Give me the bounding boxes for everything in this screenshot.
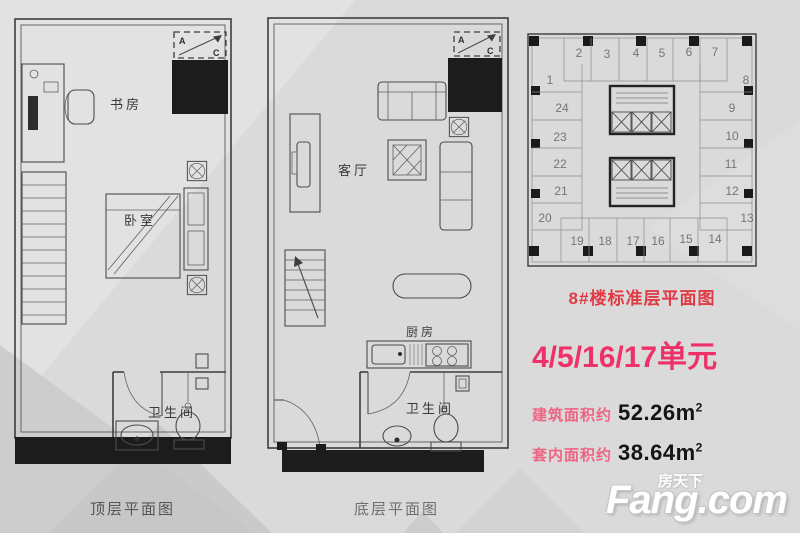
unit-number: 4	[632, 46, 640, 60]
bathroom-sink	[382, 425, 412, 447]
bathroom-walls-door	[112, 353, 226, 437]
fan-vent-icon	[186, 160, 208, 182]
unit-headline: 4/5/16/17单元	[532, 341, 718, 374]
shaft-block	[172, 60, 228, 114]
bottom-plan-caption: 底层平面图	[354, 501, 440, 518]
fan-vent-icon	[186, 274, 208, 296]
sofa-right	[439, 141, 473, 231]
room-label-bathroom: 卫生间	[148, 405, 197, 420]
built-area-row: 建筑面积约 52.26m2	[532, 400, 798, 426]
room-label-bathroom: 卫生间	[406, 401, 455, 416]
unit-number: 21	[554, 184, 568, 198]
built-area-value: 52.26m2	[618, 400, 703, 425]
staircase	[21, 171, 67, 325]
building-plan-caption: 8#楼标准层平面图	[568, 289, 716, 308]
room-label-living: 客厅	[338, 163, 371, 178]
top-floor-plan-drawing: A C	[14, 18, 232, 464]
rug-art	[387, 139, 427, 181]
entry-door	[274, 399, 326, 452]
top-plan-caption: 顶层平面图	[90, 501, 176, 518]
fang-watermark: 房天下 Fang.com	[606, 470, 798, 532]
bottom-floor-plan: A C	[262, 12, 512, 532]
unit-number: 1	[546, 73, 554, 87]
outer-walls	[527, 33, 757, 267]
svg-text:A: A	[179, 36, 186, 46]
toilet	[430, 413, 462, 452]
toilet	[173, 411, 205, 450]
wardrobe	[183, 187, 209, 271]
top-floor-plan: A C	[10, 12, 240, 532]
fang-watermark-cn: 房天下	[658, 473, 704, 490]
unit-number: 11	[724, 157, 738, 171]
bathroom-sink	[115, 420, 159, 451]
sofa-top	[377, 81, 447, 121]
unit-number: 22	[553, 157, 567, 171]
elevator-core-upper	[608, 84, 676, 136]
room-label-study: 书房	[110, 97, 143, 112]
chair	[64, 89, 95, 125]
fan-vent-icon	[448, 116, 470, 138]
desk	[21, 63, 65, 163]
ac-unit-symbol: A C	[173, 31, 227, 59]
room-label-bedroom: 卧室	[124, 213, 157, 228]
unit-number: 23	[553, 130, 567, 144]
svg-text:C: C	[487, 46, 494, 56]
built-area-label: 建筑面积约	[532, 407, 613, 424]
unit-number: 8	[742, 73, 750, 87]
unit-number: 18	[598, 234, 612, 248]
inner-area-label: 套内面积约	[532, 447, 613, 464]
unit-number: 15	[679, 232, 693, 246]
inner-area-value: 38.64m2	[618, 440, 703, 465]
columns	[529, 36, 753, 256]
elevator-core-lower	[608, 156, 676, 208]
unit-number: 6	[685, 45, 693, 59]
unit-number: 3	[603, 47, 611, 61]
building-standard-floor-plan: 1 2 3 4 5 6 7 8 9 10 11 12 13 14 15 16 1…	[520, 26, 764, 316]
unit-number: 7	[711, 45, 719, 59]
unit-number: 19	[570, 234, 584, 248]
room-label-kitchen: 厨房	[406, 325, 437, 339]
unit-number: 14	[708, 232, 722, 246]
unit-number: 2	[575, 46, 583, 60]
bottom-floor-plan-drawing: A C	[267, 17, 509, 472]
walls	[267, 17, 509, 472]
unit-number: 12	[725, 184, 739, 198]
svg-text:A: A	[458, 35, 465, 45]
unit-number: 5	[658, 46, 666, 60]
unit-number: 20	[538, 211, 552, 225]
bed	[105, 193, 181, 279]
unit-number: 10	[725, 129, 739, 143]
unit-number: 9	[728, 101, 736, 115]
unit-number: 16	[651, 234, 665, 248]
tv-cabinet	[289, 113, 321, 213]
fang-watermark-logo: Fang.com	[606, 478, 788, 522]
unit-number: 13	[740, 211, 754, 225]
counter-bar	[392, 273, 472, 299]
building-plan-drawing	[527, 33, 757, 267]
shaft-block	[448, 58, 502, 112]
staircase	[284, 249, 326, 327]
svg-text:C: C	[213, 48, 220, 58]
bathroom-walls-door	[359, 371, 502, 448]
kitchen-counter	[366, 340, 472, 369]
unit-partitions	[532, 38, 752, 262]
unit-info: 4/5/16/17单元 建筑面积约 52.26m2 套内面积约 38.64m2	[532, 340, 798, 466]
unit-number: 24	[555, 101, 569, 115]
inner-area-row: 套内面积约 38.64m2	[532, 440, 798, 466]
unit-number: 17	[626, 234, 640, 248]
ac-unit-symbol: A C	[453, 31, 501, 57]
